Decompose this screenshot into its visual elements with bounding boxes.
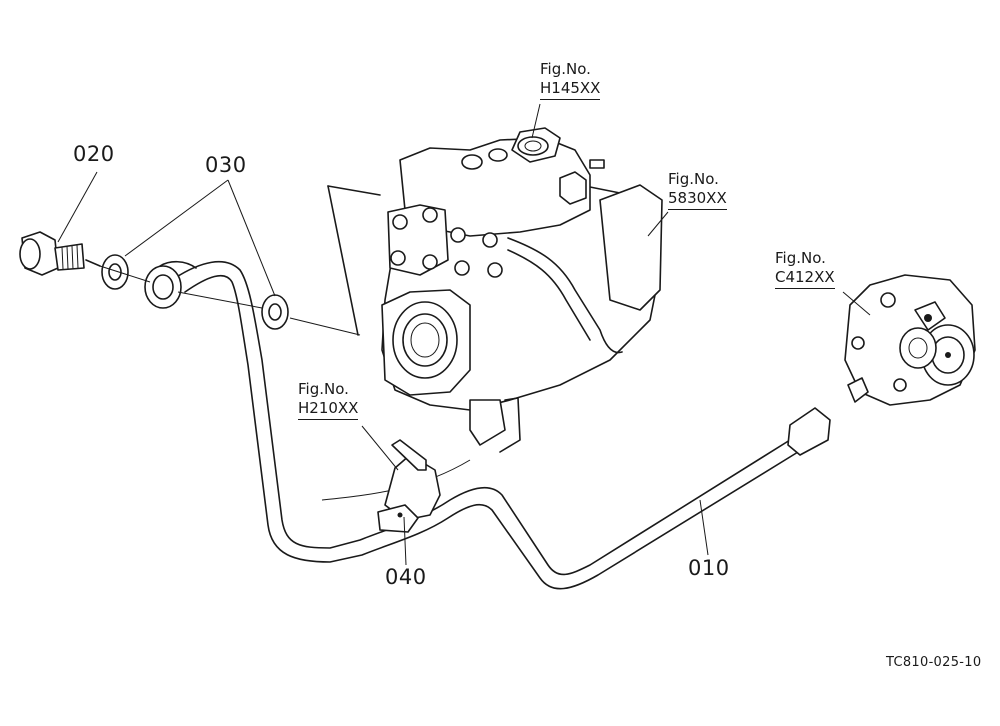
hydraulic-pump-assembly: [327, 127, 663, 453]
part-number-020: 020: [73, 142, 115, 166]
leader-c412: [842, 291, 871, 316]
figref-h145: Fig.No. H145XX: [540, 60, 601, 100]
leader-010: [699, 499, 709, 556]
part-number-040: 040: [385, 565, 427, 589]
figref-h145-line2: H145XX: [540, 79, 601, 100]
leader-5830: [647, 211, 669, 237]
figref-h210-line1: Fig.No.: [298, 380, 349, 398]
gasket-washer-030-b: [261, 294, 289, 330]
leader-030-b: [227, 179, 276, 297]
figref-h145-line1: Fig.No.: [540, 60, 591, 78]
leader-h210: [361, 425, 399, 471]
figref-c412-line2: C412XX: [775, 268, 835, 289]
figref-h210: Fig.No. H210XX: [298, 380, 359, 420]
leader-020: [57, 171, 98, 243]
figref-5830-line1: Fig.No.: [668, 170, 719, 188]
banjo-bolt-020: [19, 231, 101, 276]
figref-5830-line2: 5830XX: [668, 189, 727, 210]
leader-lines: [57, 103, 871, 566]
figref-c412-line1: Fig.No.: [775, 249, 826, 267]
right-fitting-assembly: [844, 274, 976, 406]
assembly-axis-line: [99, 265, 361, 336]
figref-c412: Fig.No. C412XX: [775, 249, 835, 289]
figref-5830: Fig.No. 5830XX: [668, 170, 727, 210]
leader-040: [403, 516, 407, 566]
gasket-washer-030-a: [101, 254, 129, 290]
part-number-010: 010: [688, 556, 730, 580]
pipe-010: [174, 261, 831, 590]
clamp-040: [377, 439, 441, 533]
leader-h145: [531, 103, 541, 139]
figref-h210-line2: H210XX: [298, 399, 359, 420]
leader-030-a: [124, 179, 229, 257]
part-number-030: 030: [205, 153, 247, 177]
drawing-code: TC810-025-10: [886, 655, 982, 670]
banjo-fitting: [144, 260, 197, 309]
